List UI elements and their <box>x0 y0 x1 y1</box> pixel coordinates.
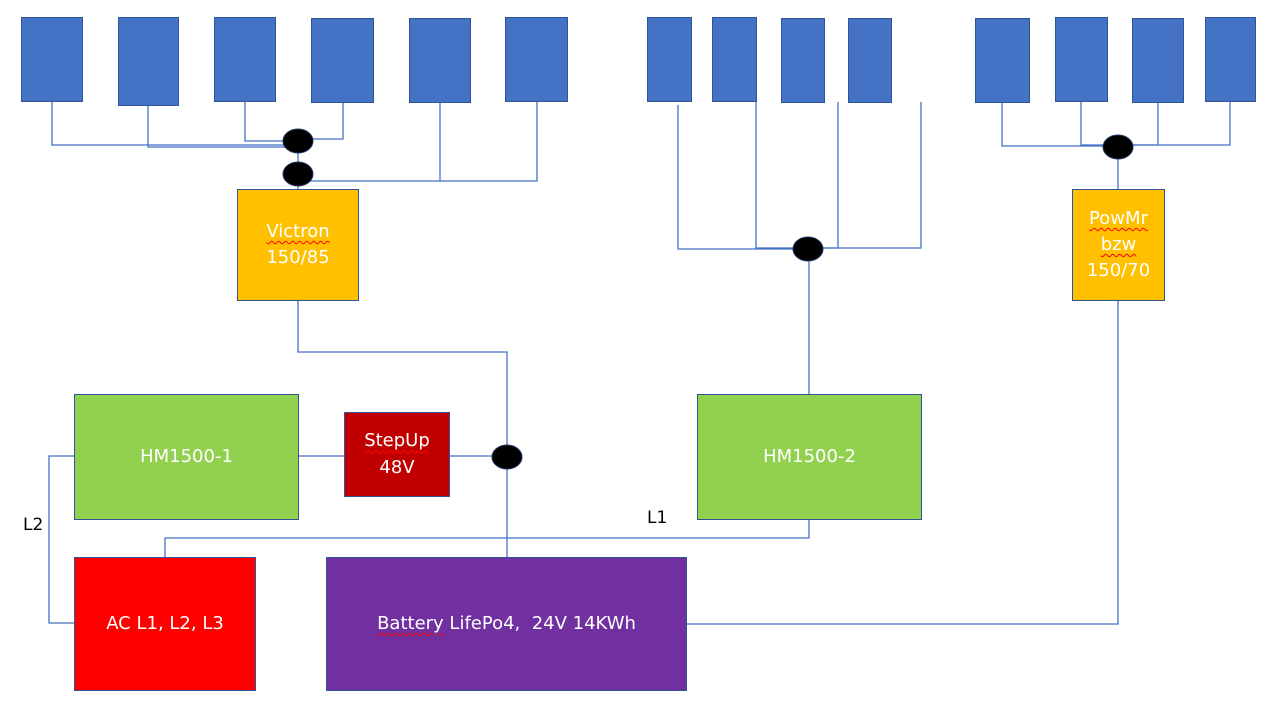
victron-rating: 150/85 <box>266 247 330 268</box>
wire <box>677 105 808 250</box>
wire-label-l2: L2 <box>23 515 44 535</box>
wire <box>808 102 922 249</box>
battery-label: Battery LifePo4, 24V 14KWh <box>377 612 636 634</box>
powmr-label: PowMr <box>1089 207 1148 229</box>
wire <box>51 101 298 146</box>
ac-label: AC L1, L2, L3 <box>106 612 224 634</box>
junction-node <box>1102 134 1134 160</box>
stepup-voltage: 48V <box>379 456 415 478</box>
battery: Battery LifePo4, 24V 14KWh <box>326 557 687 691</box>
wire <box>440 101 538 182</box>
victron-charge-controller: Victron 150/85 <box>237 189 359 301</box>
hm1500-2-inverter: HM1500-2 <box>697 394 922 520</box>
solar-panel <box>975 18 1030 103</box>
wire <box>298 102 441 182</box>
solar-panel <box>409 18 471 103</box>
hm1500-2-label: HM1500-2 <box>763 445 856 467</box>
wire <box>755 101 808 249</box>
ac-grid: AC L1, L2, L3 <box>74 557 256 691</box>
powmr-rating: 150/70 <box>1086 260 1151 282</box>
junction-node <box>282 161 314 187</box>
solar-panel <box>647 17 692 102</box>
solar-panel <box>1055 17 1108 102</box>
junction-node <box>282 128 314 154</box>
victron-label: Victron <box>266 220 330 242</box>
stepup-converter: StepUp 48V <box>344 412 450 497</box>
powmr-alt-label: bzw <box>1100 233 1137 255</box>
solar-panel <box>505 17 568 102</box>
wire-label-l1: L1 <box>647 508 668 528</box>
solar-panel <box>118 17 179 106</box>
hm1500-1-inverter: HM1500-1 <box>74 394 299 520</box>
junction-node <box>792 236 824 262</box>
solar-panel <box>311 18 374 103</box>
solar-panel <box>1205 17 1256 102</box>
wire <box>147 104 298 148</box>
stepup-label: StepUp <box>364 430 430 452</box>
wire <box>164 519 810 557</box>
wire <box>1118 101 1231 146</box>
powmr-charge-controller: PowMr bzw 150/70 <box>1072 189 1165 301</box>
hm1500-1-label: HM1500-1 <box>140 445 233 467</box>
solar-panel <box>214 17 276 102</box>
solar-panel <box>21 17 83 102</box>
solar-panel <box>781 18 825 103</box>
junction-node <box>491 444 523 470</box>
wire <box>1001 102 1118 147</box>
solar-panel <box>1132 18 1184 103</box>
wire <box>48 455 75 624</box>
wire <box>808 102 839 249</box>
wire <box>686 300 1119 625</box>
solar-panel <box>848 18 892 103</box>
wire <box>244 101 298 142</box>
solar-panel <box>712 17 757 102</box>
